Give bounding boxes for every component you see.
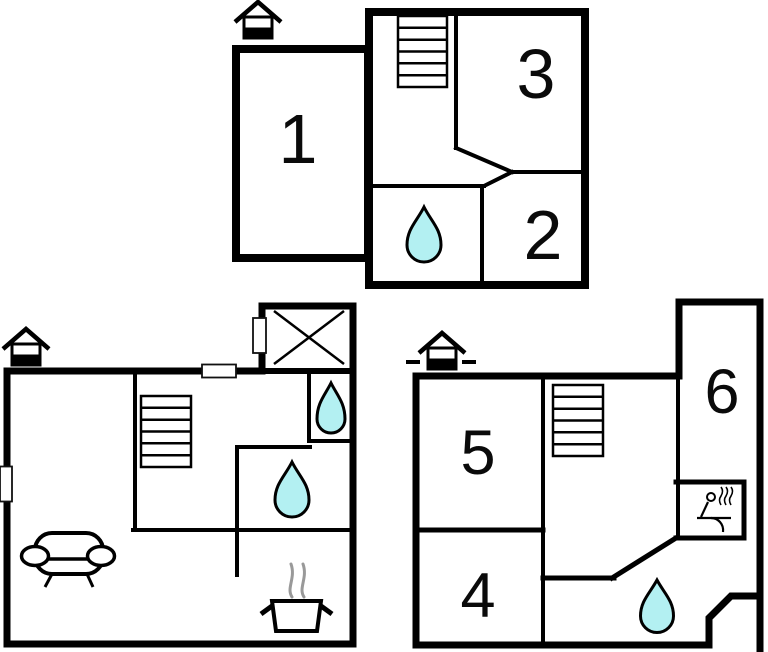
sauna-steam-1 — [718, 486, 724, 506]
sauna-steam-3 — [728, 486, 734, 506]
room-label-2: 2 — [524, 196, 563, 274]
staircase-treads — [141, 406, 191, 457]
water-drop-icon-small-bath — [315, 379, 347, 435]
staircase-icon — [139, 394, 193, 469]
staircase-treads — [398, 26, 447, 77]
staircase-icon — [551, 383, 605, 458]
sofa-left-leg — [43, 573, 54, 588]
floor-plan-top: 1 3 2 — [232, 0, 589, 289]
house-body-dark-half — [244, 27, 272, 38]
house-roof — [417, 330, 467, 355]
hall-diagonal-wall — [608, 534, 680, 582]
door-opening-left-wall — [0, 465, 13, 503]
sauna-icon — [697, 486, 734, 533]
house-roof — [233, 0, 283, 24]
cooking-pot-icon — [259, 562, 334, 633]
steam-line-1 — [288, 562, 294, 599]
sofa-left-arm — [19, 544, 51, 568]
annex-outline — [412, 298, 764, 649]
water-drop-icon — [405, 203, 443, 264]
room-label-3: 3 — [517, 35, 556, 113]
pot-left-handle — [259, 603, 274, 617]
pot-body — [269, 599, 324, 633]
house-body-dark-half — [12, 354, 40, 365]
crossed-area-icon — [273, 310, 345, 365]
sauna-person-leg — [710, 516, 725, 533]
interior-walls-annex-plan — [413, 374, 747, 647]
house-roof — [1, 326, 51, 351]
door-opening-top-wall — [201, 363, 237, 379]
floor-plan-annex: 5 4 6 — [406, 298, 764, 652]
room-label-6: 6 — [704, 357, 739, 427]
room1-outline — [232, 45, 372, 262]
water-drop-icon-large-bath — [273, 458, 311, 519]
sofa-icon — [19, 531, 117, 588]
room-label-5: 5 — [460, 418, 495, 488]
staircase-icon — [396, 14, 449, 89]
house-icon — [1, 326, 51, 367]
sofa-right-arm — [85, 544, 117, 568]
house-icon-with-dashes — [406, 330, 476, 371]
interior-walls-ground-plan — [131, 369, 355, 577]
pot-right-handle — [319, 603, 334, 617]
sofa-right-leg — [85, 573, 95, 588]
room2-diagonal-wall — [481, 169, 515, 189]
room3-diagonal-wall — [453, 145, 515, 175]
room-label-1: 1 — [279, 100, 318, 178]
room-label-4: 4 — [460, 561, 495, 631]
sauna-person-head — [706, 492, 716, 502]
water-drop-icon — [638, 576, 676, 634]
house-body-dark-half — [428, 358, 456, 369]
door-opening-cross-room — [252, 317, 267, 354]
staircase-treads — [553, 395, 603, 446]
floor-plan-ground — [0, 302, 357, 648]
house-icon — [233, 0, 283, 40]
sauna-steam-2 — [723, 486, 729, 506]
interior-walls-top-plan — [367, 10, 587, 287]
steam-line-2 — [300, 562, 306, 599]
cross-line-2 — [273, 310, 345, 365]
sauna-person-torso — [700, 501, 709, 518]
